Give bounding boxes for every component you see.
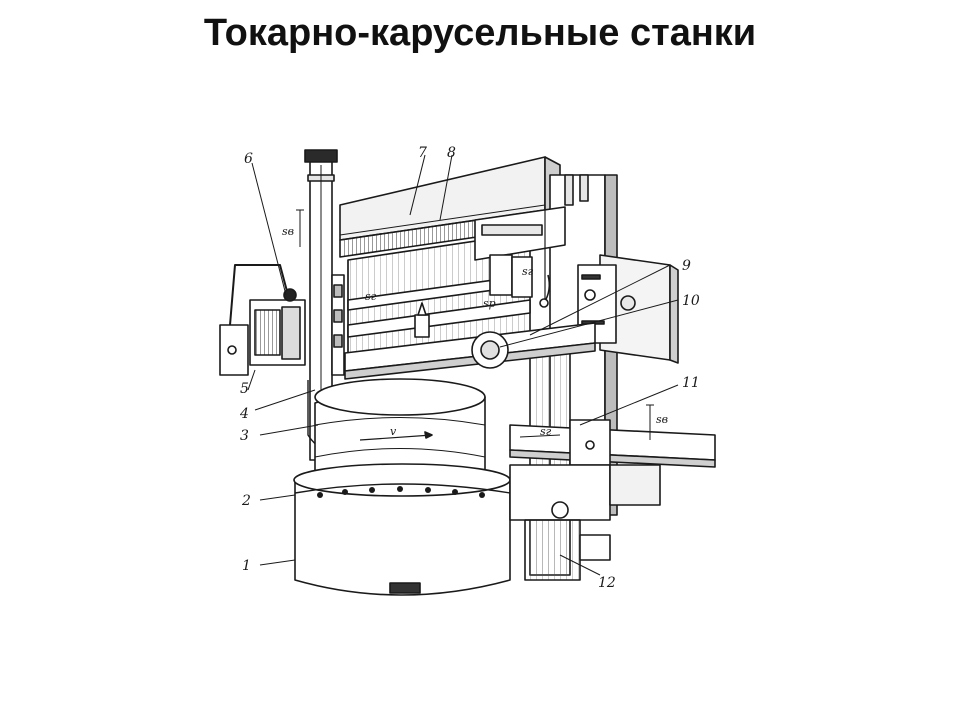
callout-12: 12 <box>598 575 616 591</box>
lower-right-apron <box>509 464 661 581</box>
callout-5: 5 <box>240 381 249 397</box>
vertical-lathe-drawing: 6 7 8 9 10 11 5 4 3 2 1 12 sв sг sг sр s… <box>219 145 716 596</box>
feed-arrows <box>296 209 654 440</box>
label-s-r: sр <box>483 297 496 310</box>
callout-4: 4 <box>239 406 249 422</box>
label-s-v-right: sв <box>656 413 668 426</box>
slide-title: Токарно-карусельные станки <box>203 12 757 54</box>
right-gearbox <box>577 254 679 364</box>
callout-2: 2 <box>241 493 251 509</box>
callout-7: 7 <box>418 145 427 161</box>
callout-11: 11 <box>682 375 700 391</box>
callout-1: 1 <box>242 558 251 574</box>
label-s-g-lower: sг <box>540 425 552 438</box>
lower-crossbar <box>344 302 596 380</box>
callout-numbers: 6 7 8 9 10 11 5 4 3 2 1 12 <box>239 145 700 591</box>
leader-lines <box>247 154 679 576</box>
callout-9: 9 <box>682 258 691 274</box>
right-vertical-slide <box>474 206 566 308</box>
label-s-g-top: sг <box>365 290 377 303</box>
callout-3: 3 <box>240 428 249 444</box>
label-v: v <box>390 425 397 438</box>
label-s-g-upper: sг <box>522 265 534 278</box>
label-s-v-left: sв <box>282 225 294 238</box>
faceplate <box>314 378 486 481</box>
callout-6: 6 <box>244 151 253 167</box>
callout-10: 10 <box>682 293 700 309</box>
left-side-unit <box>219 264 306 376</box>
feed-labels: sв sг sг sр sв sг v <box>282 225 668 438</box>
callout-8: 8 <box>447 145 456 161</box>
base-drum <box>293 463 511 596</box>
